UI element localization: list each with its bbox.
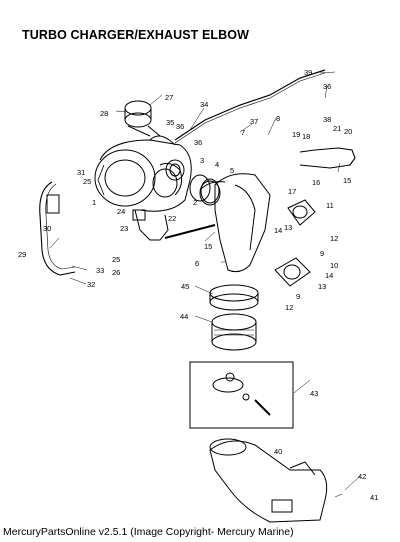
callout-15a: 15 — [343, 176, 351, 185]
callout-32: 32 — [87, 280, 95, 289]
gasket-drawing — [189, 174, 211, 202]
callout-37: 37 — [250, 117, 258, 126]
callout-14a: 14 — [274, 226, 282, 235]
stud-drawing — [164, 224, 216, 239]
callout-31: 31 — [77, 168, 85, 177]
outlet-flange-drawing — [274, 257, 311, 287]
clamp-drawing — [209, 284, 259, 311]
exhaust-elbow-drawing — [199, 173, 271, 273]
callout-2: 2 — [193, 198, 197, 207]
callout-13b: 13 — [318, 282, 326, 291]
callout-27: 27 — [165, 93, 173, 102]
callout-22: 22 — [168, 214, 176, 223]
callout-16: 16 — [312, 178, 320, 187]
bottom-elbow-drawing — [209, 438, 328, 523]
callout-9b: 9 — [296, 292, 300, 301]
callout-11: 11 — [326, 201, 334, 210]
callout-42: 42 — [358, 472, 366, 481]
callout-6: 6 — [195, 259, 199, 268]
callout-36a: 36 — [323, 82, 331, 91]
callout-17: 17 — [288, 187, 296, 196]
callout-38: 38 — [323, 115, 331, 124]
oil-line-drawing — [174, 69, 326, 141]
callout-10: 10 — [330, 261, 338, 270]
callout-29: 29 — [18, 250, 26, 259]
callout-13a: 13 — [284, 223, 292, 232]
callout-34: 34 — [200, 100, 208, 109]
page-title: TURBO CHARGER/EXHAUST ELBOW — [22, 28, 250, 42]
callout-15b: 15 — [204, 242, 212, 251]
callout-3: 3 — [200, 156, 204, 165]
callout-labels: 27 28 34 39 36 38 35 36 36 37 8 7 19 18 … — [18, 68, 378, 502]
callout-25a: 25 — [83, 177, 91, 186]
callout-33: 33 — [96, 266, 104, 275]
callout-23: 23 — [120, 224, 128, 233]
callout-35: 35 — [166, 118, 174, 127]
footer-credit: MercuryPartsOnline v2.5.1 (Image Copyrig… — [3, 526, 294, 538]
flange-drawing — [287, 199, 316, 226]
callout-44: 44 — [180, 312, 188, 321]
callout-24: 24 — [117, 207, 125, 216]
callout-7: 7 — [241, 128, 245, 137]
callout-19: 19 — [292, 130, 300, 139]
intake-hose-drawing — [124, 100, 161, 137]
callout-26: 26 — [112, 268, 120, 277]
callout-36c: 36 — [194, 138, 202, 147]
callout-5: 5 — [230, 166, 234, 175]
callout-28: 28 — [100, 109, 108, 118]
callout-40: 40 — [274, 447, 282, 456]
callout-4: 4 — [215, 160, 219, 169]
oil-return-line-drawing — [299, 147, 356, 169]
callout-21: 21 — [333, 124, 341, 133]
callout-14b: 14 — [325, 271, 333, 280]
callout-41: 41 — [370, 493, 378, 502]
callout-12a: 12 — [330, 234, 338, 243]
turbocharger-drawing — [94, 135, 192, 241]
callout-18: 18 — [302, 132, 310, 141]
callout-8: 8 — [276, 114, 280, 123]
callout-9a: 9 — [320, 249, 324, 258]
hose-sleeve-drawing — [211, 313, 257, 351]
callout-20: 20 — [344, 127, 352, 136]
callout-36b: 36 — [176, 122, 184, 131]
callout-12b: 12 — [285, 303, 293, 312]
callout-30: 30 — [43, 224, 51, 233]
callout-43: 43 — [310, 389, 318, 398]
callout-39: 39 — [304, 68, 312, 77]
coolant-hoses-drawing — [39, 181, 76, 276]
callout-1: 1 — [92, 198, 96, 207]
kit-box-drawing — [189, 361, 294, 429]
callout-25b: 25 — [112, 255, 120, 264]
callout-45: 45 — [181, 282, 189, 291]
